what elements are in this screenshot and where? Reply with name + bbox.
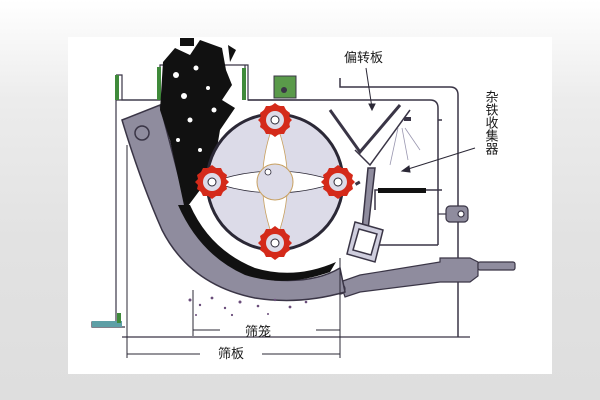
hammer-ring-icon xyxy=(195,165,229,199)
housing xyxy=(248,78,459,337)
rotor xyxy=(205,112,345,252)
bolt-icon xyxy=(281,87,287,93)
hammer-ring-icon xyxy=(258,103,292,137)
label-screen-cage: 筛笼 xyxy=(245,324,271,340)
deflector-plate xyxy=(328,104,402,155)
key-icon xyxy=(264,168,272,176)
hammer-ring-icon xyxy=(321,165,355,199)
leader-lines xyxy=(365,67,476,173)
feed-material-highlights xyxy=(173,65,217,152)
hammer-ring-icon xyxy=(258,226,292,260)
grinding-material xyxy=(178,205,336,281)
discharge-particles xyxy=(188,296,308,317)
feed-material xyxy=(160,38,236,210)
dimension-lines xyxy=(126,145,341,358)
ring-hammers xyxy=(195,103,355,260)
tramp-iron-particles xyxy=(354,117,426,193)
hinge-icon xyxy=(134,125,150,141)
arrow-down-icon xyxy=(368,103,376,112)
frame-green-accents xyxy=(92,67,297,327)
tramp-iron-trajectory xyxy=(389,127,421,166)
adjusting-rod xyxy=(339,205,516,298)
label-tramp-iron-collector: 杂铁收集器 xyxy=(483,90,499,156)
tramp-iron-collector-box xyxy=(346,167,384,263)
label-screen-plate: 筛板 xyxy=(218,347,244,362)
label-deflector-plate: 偏转板 xyxy=(344,51,383,66)
arrow-left-icon xyxy=(400,165,411,173)
